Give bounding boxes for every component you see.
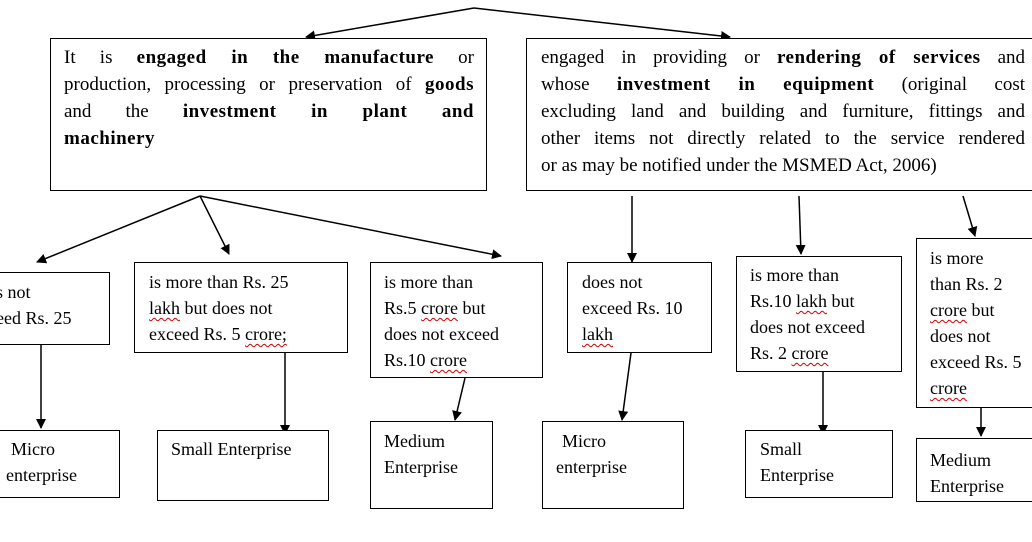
category-box-micro-services	[542, 421, 684, 509]
category-4-line-1: Micro	[562, 431, 606, 451]
manufacturing-line-2: production, processing or preservation o…	[64, 74, 474, 95]
arrow-right-to-c5	[795, 195, 806, 255]
criteria-6-line-4: does not	[930, 326, 991, 346]
category-4-line-2: enterprise	[556, 457, 627, 477]
services-line-1: engaged in providing or rendering of ser…	[541, 47, 1026, 68]
criteria-box-5	[736, 256, 902, 372]
category-1-line-2: enterprise	[6, 465, 77, 485]
criteria-6-line-3: crore but	[930, 300, 995, 320]
category-1-line-1: Micro	[11, 439, 55, 459]
category-box-medium-services	[916, 438, 1032, 502]
category-3-line-1: Medium	[384, 431, 445, 451]
criteria-6-line-6: crore	[930, 378, 967, 398]
category-box-small-manufacturing	[157, 430, 329, 501]
criteria-4-line-2: exceed Rs. 10	[582, 298, 683, 318]
criteria-4-line-3: lakh	[582, 324, 613, 344]
criteria-1-line-2: ceed Rs. 25	[0, 308, 72, 328]
arrow-left-to-c1	[36, 195, 201, 264]
criteria-5-line-3: does not exceed	[750, 317, 865, 337]
manufacturing-criteria-box	[50, 38, 487, 191]
criteria-1-line-1: es not	[0, 282, 31, 302]
criteria-4-line-1: does not	[582, 272, 643, 292]
category-box-micro-manufacturing	[0, 430, 120, 498]
criteria-box-6	[916, 238, 1032, 408]
services-line-3: excluding land and building and furnitur…	[541, 101, 1025, 122]
criteria-box-1	[0, 272, 110, 345]
criteria-6-line-1: is more	[930, 248, 984, 268]
category-2-line-1: Small Enterprise	[171, 439, 292, 459]
criteria-box-2	[134, 262, 348, 353]
manufacturing-line-3: and the investment in plant and	[64, 101, 474, 122]
services-line-4: other items not directly related to the …	[541, 128, 1025, 149]
manufacturing-line-1: It is engaged in the manufacture or	[64, 47, 475, 68]
category-5-line-1: Small	[760, 439, 803, 459]
arrow-root-left	[305, 7, 475, 41]
criteria-3-line-4: Rs.10 crore	[384, 350, 467, 370]
services-criteria-box	[526, 38, 1032, 191]
criteria-2-line-3: exceed Rs. 5 crore;	[149, 324, 287, 344]
services-line-2: whose investment in equipment (original …	[541, 74, 1025, 95]
criteria-3-line-1: is more than	[384, 272, 473, 292]
services-line-5: or as may be notified under the MSMED Ac…	[541, 155, 937, 176]
category-3-line-2: Enterprise	[384, 457, 458, 477]
category-6-line-1: Medium	[930, 450, 991, 470]
arrow-right-to-c6	[962, 195, 978, 237]
arrow-root-right	[473, 7, 731, 41]
arrow-left-to-c3	[199, 195, 502, 260]
criteria-box-4	[567, 262, 712, 353]
category-6-line-2: Enterprise	[930, 476, 1004, 496]
criteria-6-line-2: than Rs. 2	[930, 274, 1003, 294]
criteria-5-line-4: Rs. 2 crore	[750, 343, 829, 363]
category-box-medium-manufacturing	[370, 421, 493, 509]
criteria-6-line-5: exceed Rs. 5	[930, 352, 1022, 372]
arrow-c4-to-cat4	[618, 352, 632, 421]
criteria-3-line-2: Rs.5 crore but	[384, 298, 486, 318]
category-5-line-2: Enterprise	[760, 465, 834, 485]
criteria-2-line-2: lakh but does not	[149, 298, 273, 318]
category-box-small-services	[745, 430, 893, 498]
manufacturing-line-4: machinery	[64, 128, 156, 149]
arrow-c3-to-cat3	[452, 377, 466, 421]
arrow-left-to-c2	[199, 195, 230, 255]
criteria-3-line-3: does not exceed	[384, 324, 499, 344]
criteria-2-line-1: is more than Rs. 25	[149, 272, 289, 292]
criteria-box-3	[370, 262, 543, 378]
criteria-5-line-1: is more than	[750, 265, 839, 285]
criteria-5-line-2: Rs.10 lakh but	[750, 291, 855, 311]
